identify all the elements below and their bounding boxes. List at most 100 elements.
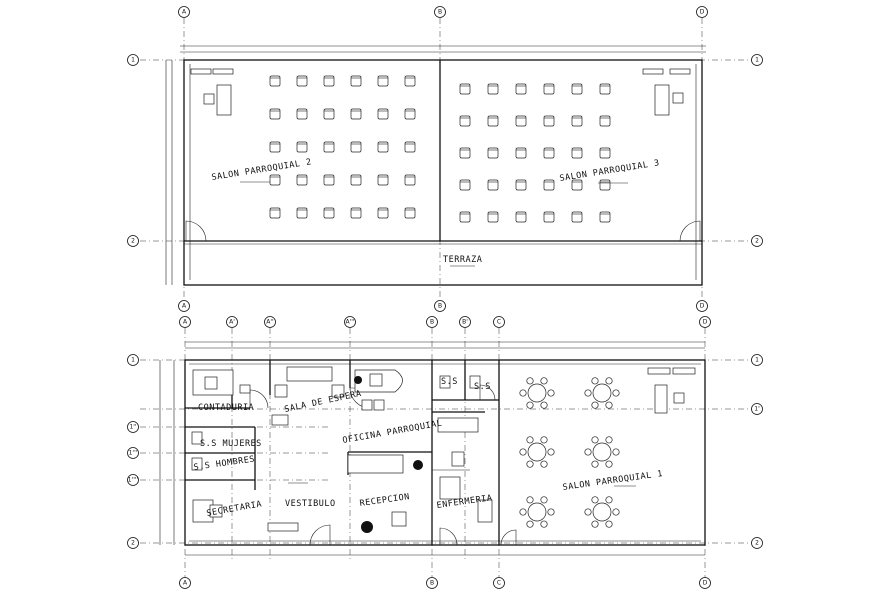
- axis-label: 2: [131, 540, 135, 547]
- chair: [487, 83, 499, 95]
- table-chair: [605, 496, 613, 504]
- table-chair: [591, 401, 599, 409]
- chair: [543, 83, 555, 95]
- chair: [323, 141, 335, 153]
- bottom-plan: CONTADURIA SALA DE ESPERA OFICINA PARROQ…: [127, 316, 763, 589]
- table-chair: [605, 436, 613, 444]
- table-chair: [526, 436, 534, 444]
- axis-label: 2: [755, 540, 759, 547]
- chair: [459, 179, 471, 191]
- axis-label: 1'': [129, 424, 136, 431]
- ss2-label: S.S: [474, 382, 491, 392]
- table-chair: [547, 508, 555, 516]
- chair: [543, 211, 555, 223]
- chair: [571, 147, 583, 159]
- chair: [515, 211, 527, 223]
- axis-label: C: [497, 580, 501, 587]
- chair: [350, 174, 362, 186]
- chair: [269, 108, 281, 120]
- axis-label: A'': [266, 319, 274, 326]
- chair: [515, 83, 527, 95]
- chair: [459, 83, 471, 95]
- table-chair: [612, 389, 620, 397]
- ss-mujeres-label: S.S MUJERES: [200, 439, 262, 449]
- axis-label: D: [700, 303, 705, 310]
- chair: [296, 174, 308, 186]
- table-chair: [540, 401, 548, 409]
- chair: [350, 207, 362, 219]
- table-chair: [519, 389, 527, 397]
- table-chair: [540, 496, 548, 504]
- round-table: [592, 502, 612, 522]
- chair: [296, 141, 308, 153]
- table-chair: [526, 460, 534, 468]
- table-chair: [605, 401, 613, 409]
- table-chair: [605, 520, 613, 528]
- axis-label: D: [700, 9, 705, 16]
- chair: [571, 179, 583, 191]
- axis-label: 1'''': [128, 477, 139, 484]
- chair: [323, 108, 335, 120]
- chair: [571, 211, 583, 223]
- chair: [543, 115, 555, 127]
- table-chair: [591, 377, 599, 385]
- salon2-chairs: [269, 75, 416, 219]
- chair: [377, 141, 389, 153]
- chair: [571, 83, 583, 95]
- chair: [269, 75, 281, 87]
- chair: [487, 115, 499, 127]
- axis-label: 1''': [129, 450, 138, 457]
- chair: [350, 141, 362, 153]
- vestibulo-label: VESTIBULO: [285, 499, 336, 509]
- chair: [377, 207, 389, 219]
- round-table: [527, 442, 547, 462]
- top-axis-bubbles: A A B B D D 1 1 2 2: [127, 6, 763, 312]
- chair: [323, 75, 335, 87]
- chair: [296, 207, 308, 219]
- axis-label: C: [497, 319, 501, 326]
- chair: [404, 108, 416, 120]
- axis-label: B: [438, 303, 442, 310]
- contaduria-label: CONTADURIA: [198, 403, 254, 413]
- axis-label: D: [703, 580, 708, 587]
- chair: [543, 179, 555, 191]
- axis-label: 1': [754, 406, 760, 413]
- ss1-label: S.S: [441, 377, 458, 387]
- table-chair: [612, 508, 620, 516]
- chair: [487, 211, 499, 223]
- round-table: [527, 383, 547, 403]
- chair: [459, 115, 471, 127]
- chair: [515, 147, 527, 159]
- chair: [487, 147, 499, 159]
- table-chair: [605, 377, 613, 385]
- chair: [296, 108, 308, 120]
- chair: [269, 141, 281, 153]
- salon1-tables: [519, 377, 620, 528]
- chair: [323, 207, 335, 219]
- round-table: [527, 502, 547, 522]
- salon3-chairs: [459, 83, 611, 223]
- table-chair: [605, 460, 613, 468]
- axis-label: B': [462, 319, 468, 326]
- table-chair: [612, 448, 620, 456]
- table-chair: [591, 520, 599, 528]
- table-chair: [540, 377, 548, 385]
- chair: [543, 147, 555, 159]
- chair: [599, 147, 611, 159]
- chair: [269, 174, 281, 186]
- axis-label: 1: [755, 357, 759, 364]
- chair: [515, 115, 527, 127]
- axis-label: A: [182, 9, 187, 16]
- axis-label: A: [182, 303, 187, 310]
- chair: [404, 174, 416, 186]
- table-chair: [540, 520, 548, 528]
- axis-label: 1: [131, 357, 135, 364]
- axis-label: 2: [755, 238, 759, 245]
- chair: [599, 115, 611, 127]
- table-chair: [591, 460, 599, 468]
- axis-label: 1: [755, 57, 759, 64]
- chair: [377, 75, 389, 87]
- axis-label: D: [703, 319, 708, 326]
- axis-label: 2: [131, 238, 135, 245]
